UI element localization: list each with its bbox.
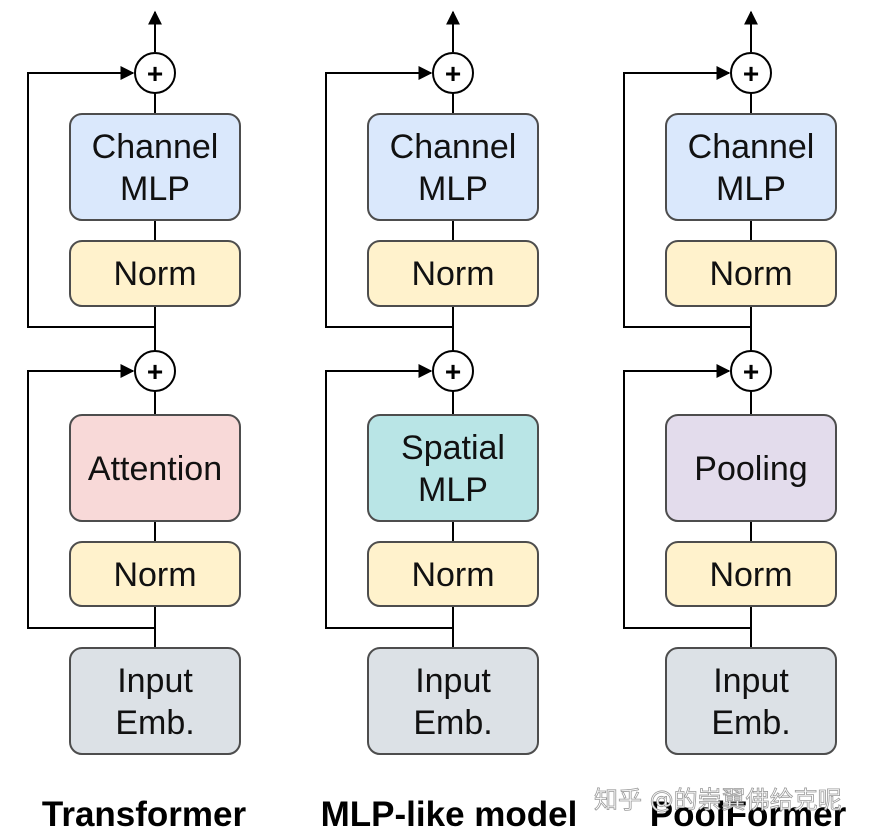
- col1-add-lower-circle: [134, 350, 176, 392]
- col1-channel-mlp-label-line-0: Channel: [92, 128, 219, 166]
- col3-input-emb-label-line-0: Input: [713, 662, 789, 700]
- col1-norm-bottom-label: Norm: [113, 556, 196, 594]
- col2-add-upper-symbol: +: [445, 58, 461, 89]
- col1-input-emb-label-line-1: Emb.: [115, 704, 194, 742]
- col2-norm-bottom-box: [367, 541, 539, 607]
- col3-norm-top-box: [665, 240, 837, 307]
- col3-channel-mlp-label-line-0: Channel: [688, 128, 815, 166]
- col1-input-emb-label-line-0: Input: [117, 662, 193, 700]
- col3-add-lower-circle: [730, 350, 772, 392]
- col2-channel-mlp-box: [367, 113, 539, 221]
- col3-norm-bottom-box: [665, 541, 837, 607]
- col1-token-mixer-label-line-0: Attention: [88, 450, 222, 488]
- col2-channel-mlp-label-line-0: Channel: [390, 128, 517, 166]
- col3-add-lower-symbol: +: [743, 356, 759, 387]
- col1-channel-mlp-label-line-1: MLP: [120, 170, 190, 208]
- col2-add-upper-circle: [432, 52, 474, 94]
- col3-add-upper-circle: [730, 52, 772, 94]
- col3-input-emb-box: [665, 647, 837, 755]
- col3-caption: PoolFormer: [650, 795, 847, 834]
- col2-norm-bottom-label: Norm: [411, 556, 494, 594]
- watermark-text: 知乎 @的崇翼佛给克呢: [594, 786, 842, 814]
- col1-skip-connection-upper: [27, 66, 155, 328]
- col1-channel-mlp-box: [69, 113, 241, 221]
- col1-norm-top-label: Norm: [113, 255, 196, 293]
- col2-caption: MLP-like model: [321, 795, 578, 834]
- col2-channel-mlp-label-line-1: MLP: [418, 170, 488, 208]
- col3-skip-connection-lower: [623, 364, 751, 629]
- col1-skip-connection-lower: [27, 364, 155, 629]
- col3-channel-mlp-box: [665, 113, 837, 221]
- col1-token-mixer-box: [69, 414, 241, 522]
- col1-norm-bottom-box: [69, 541, 241, 607]
- col2-input-emb-label-line-0: Input: [415, 662, 491, 700]
- col3-skip-connection-upper: [623, 66, 751, 328]
- col2-skip-connection-upper: [325, 66, 453, 328]
- col2-token-mixer-label-line-0: Spatial: [401, 429, 505, 467]
- col2-input-emb-label-line-1: Emb.: [413, 704, 492, 742]
- col2-add-lower-symbol: +: [445, 356, 461, 387]
- col1-add-lower-symbol: +: [147, 356, 163, 387]
- col2-input-emb-box: [367, 647, 539, 755]
- col2-norm-top-box: [367, 240, 539, 307]
- col1-input-emb-box: [69, 647, 241, 755]
- col2-add-lower-circle: [432, 350, 474, 392]
- col1-caption: Transformer: [42, 795, 247, 834]
- col2-token-mixer-label-line-1: MLP: [418, 471, 488, 509]
- col3-norm-bottom-label: Norm: [709, 556, 792, 594]
- col1-norm-top-box: [69, 240, 241, 307]
- col1-add-upper-circle: [134, 52, 176, 94]
- col3-norm-top-label: Norm: [709, 255, 792, 293]
- col3-input-emb-label-line-1: Emb.: [711, 704, 790, 742]
- col2-norm-top-label: Norm: [411, 255, 494, 293]
- col2-skip-connection-lower: [325, 364, 453, 629]
- col1-add-upper-symbol: +: [147, 58, 163, 89]
- col2-token-mixer-box: [367, 414, 539, 522]
- col3-add-upper-symbol: +: [743, 58, 759, 89]
- col3-channel-mlp-label-line-1: MLP: [716, 170, 786, 208]
- col3-token-mixer-box: [665, 414, 837, 522]
- col3-token-mixer-label-line-0: Pooling: [694, 450, 807, 488]
